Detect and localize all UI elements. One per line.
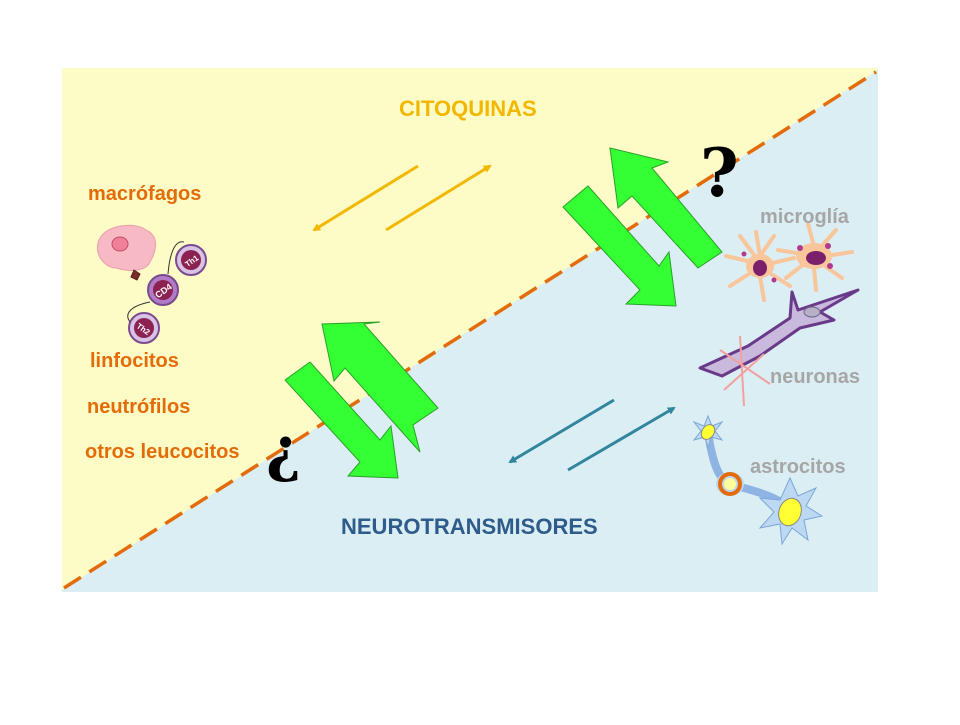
neurons-label: neuronas bbox=[770, 366, 861, 388]
green-arrow-up-left bbox=[321, 321, 439, 453]
neurotransmitter-arrow-right bbox=[567, 406, 676, 472]
other-leukocytes-label: otros leucocitos bbox=[85, 441, 240, 463]
microglia-label: microglía bbox=[760, 206, 849, 228]
exchange-arrows-right bbox=[562, 147, 723, 307]
lymphocyte-group-icon bbox=[127, 241, 207, 344]
green-arrow-up-right bbox=[609, 147, 723, 269]
close-question-mark: ? bbox=[700, 134, 739, 212]
cytokines-title: CITOQUINAS bbox=[399, 96, 537, 121]
cytokine-arrow-right bbox=[385, 164, 492, 232]
green-arrow-down-right bbox=[562, 185, 677, 307]
macrophage-icon bbox=[96, 224, 156, 271]
green-arrow-down-left bbox=[284, 361, 399, 479]
astrocytes-label: astrocitos bbox=[750, 456, 846, 478]
cytokine-arrow-left bbox=[312, 164, 419, 232]
divider-line bbox=[63, 70, 877, 590]
open-question-mark: ¿ bbox=[266, 415, 301, 485]
astrocyte-icon bbox=[692, 414, 824, 546]
macrophages-label: macrófagos bbox=[88, 183, 202, 205]
neurotransmitter-arrow-left bbox=[508, 398, 615, 464]
exchange-arrows-left bbox=[284, 321, 439, 479]
microglia-icon bbox=[724, 222, 854, 302]
lymphocytes-label: linfocitos bbox=[90, 350, 179, 372]
neurotransmitters-title: NEUROTRANSMISORES bbox=[341, 514, 598, 539]
neuron-icon bbox=[698, 288, 860, 407]
neutrophils-label: neutrófilos bbox=[87, 396, 191, 418]
